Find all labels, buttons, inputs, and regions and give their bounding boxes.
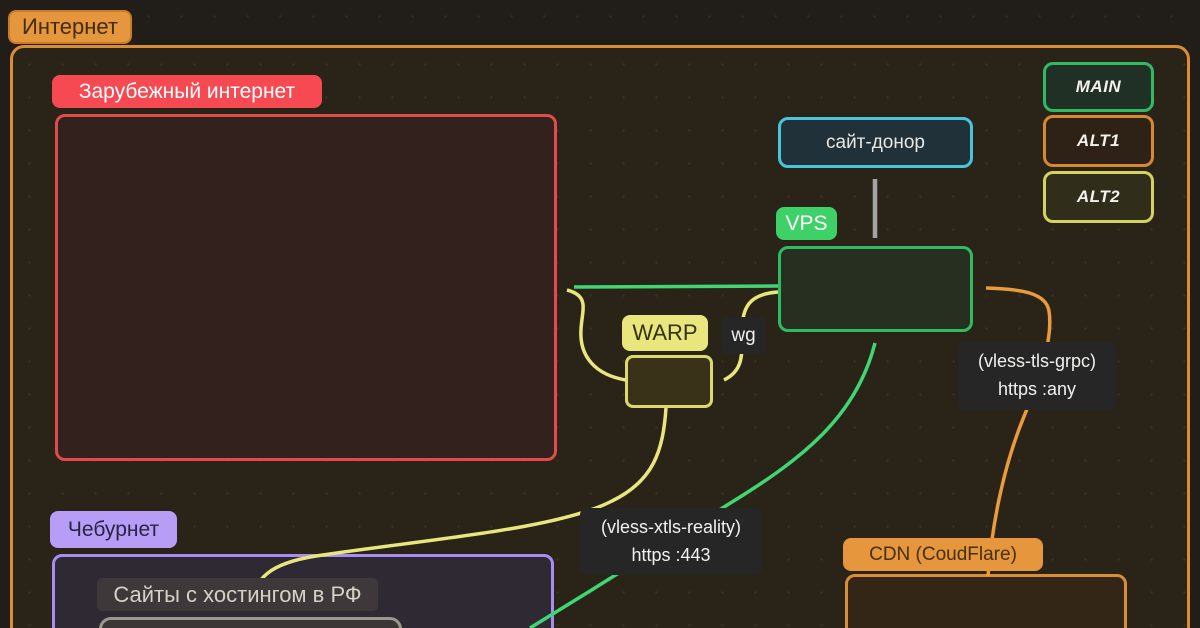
grpc-port-text: https :any <box>997 379 1077 399</box>
foreign-internet-zone-label[interactable]: Зарубежный интернет <box>52 75 322 108</box>
legend-alt1-label: ALT1 <box>1076 131 1121 150</box>
foreign-internet-box[interactable] <box>55 114 557 461</box>
ru-client-box[interactable] <box>99 617 402 628</box>
reality-edge-label[interactable]: (vless-xtls-reality) https :443 <box>580 508 762 575</box>
legend-main-label: MAIN <box>1075 77 1122 96</box>
vps-text: VPS <box>785 211 828 235</box>
vps-label[interactable]: VPS <box>776 207 837 240</box>
legend-alt1[interactable]: ALT1 <box>1043 115 1154 167</box>
grpc-protocol-text: (vless-tls-grpc) <box>977 351 1096 372</box>
grpc-edge-label[interactable]: (vless-tls-grpc) https :any <box>958 342 1116 410</box>
ru-sites-text: Сайты с хостингом в РФ <box>113 581 362 607</box>
vps-box[interactable] <box>778 246 973 332</box>
internet-zone-label[interactable]: Интернет <box>8 10 132 44</box>
warp-label[interactable]: WARP <box>622 315 708 351</box>
cheburnet-zone-label[interactable]: Чебурнет <box>50 511 177 548</box>
reality-protocol-text: (vless-xtls-reality) <box>600 516 741 537</box>
reality-port-text: https :443 <box>631 544 711 565</box>
cdn-text: CDN (CoudFlare) <box>869 543 1017 565</box>
site-donor-label: сайт-донор <box>826 131 925 153</box>
cdn-box[interactable] <box>845 574 1127 628</box>
site-donor-box[interactable]: сайт-донор <box>778 117 973 168</box>
cheburnet-zone-text: Чебурнет <box>67 517 160 541</box>
foreign-internet-zone-text: Зарубежный интернет <box>78 79 296 103</box>
internet-zone-text: Интернет <box>22 14 118 39</box>
legend-alt2-label: ALT2 <box>1076 187 1121 206</box>
wg-text: wg <box>731 324 756 346</box>
warp-box[interactable] <box>625 355 713 408</box>
cdn-label[interactable]: CDN (CoudFlare) <box>843 538 1043 571</box>
legend-main[interactable]: MAIN <box>1043 62 1154 112</box>
ru-sites-label[interactable]: Сайты с хостингом в РФ <box>97 578 378 611</box>
wg-edge-label[interactable]: wg <box>721 317 766 354</box>
legend-alt2[interactable]: ALT2 <box>1043 171 1154 223</box>
warp-text: WARP <box>632 320 698 345</box>
